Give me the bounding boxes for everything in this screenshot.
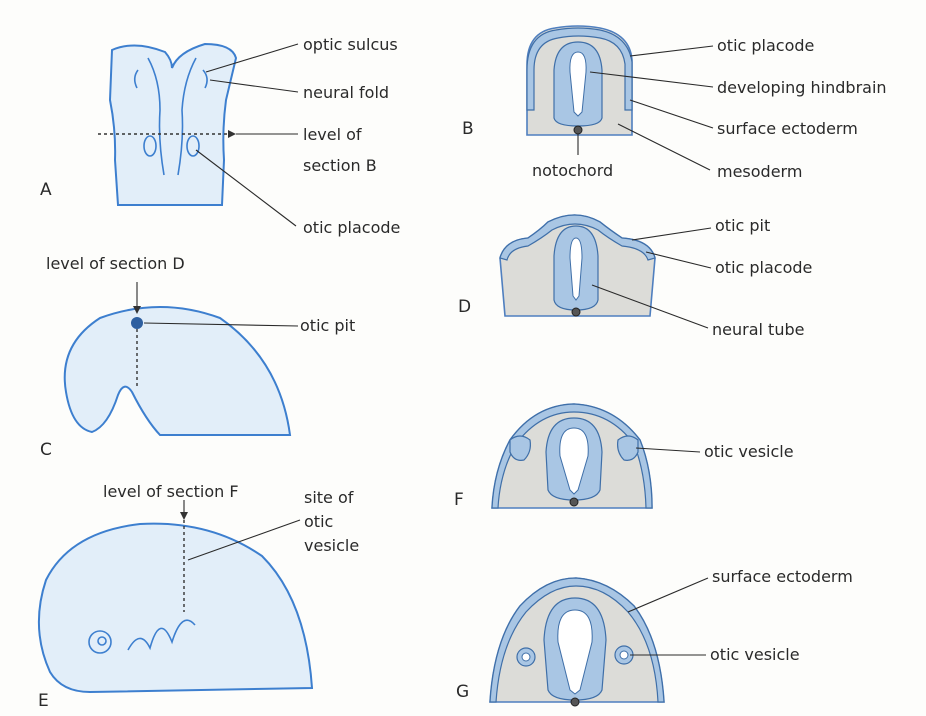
panel-g-left-otic-vesicle-lumen: [522, 653, 530, 661]
label-vesicle: vesicle: [304, 536, 359, 555]
label-surface-ectoderm-b: surface ectoderm: [717, 119, 858, 138]
panel-b-notochord: [574, 126, 582, 134]
label-site-of: site of: [304, 488, 354, 507]
panel-g-leader-surface-ectoderm: [628, 578, 708, 612]
panel-f-leader-otic-vesicle: [636, 448, 700, 452]
label-optic-sulcus: optic sulcus: [303, 35, 398, 54]
label-otic-pit-c: otic pit: [300, 316, 355, 335]
label-otic-placode-d: otic placode: [715, 258, 812, 277]
panel-c-otic-pit: [131, 317, 143, 329]
panel-e-section-arrowhead: [180, 512, 188, 520]
panel-e-embryo-lateral-view: [39, 524, 312, 692]
panel-f: F otic vesicle: [454, 404, 794, 510]
label-otic-pit-d: otic pit: [715, 216, 770, 235]
label-surface-ectoderm-g: surface ectoderm: [712, 567, 853, 586]
label-developing-hindbrain: developing hindbrain: [717, 78, 887, 97]
panel-d-leader-otic-placode: [646, 252, 711, 268]
panel-a: A optic sulcus neural fold level of sect…: [40, 35, 400, 237]
panel-c: C level of section D otic pit: [40, 254, 355, 460]
panel-d: D otic pit otic placode neural tube: [458, 215, 812, 339]
panel-f-left-otic-vesicle: [510, 436, 530, 460]
panel-b-leader-surface-ectoderm: [630, 100, 713, 128]
panel-b: B otic placode developing hindbrain surf…: [462, 26, 887, 181]
label-otic-vesicle-g: otic vesicle: [710, 645, 800, 664]
label-otic: otic: [304, 512, 333, 531]
label-otic-placode-a: otic placode: [303, 218, 400, 237]
label-level-of-section-f: level of section F: [103, 482, 239, 501]
panel-f-letter: F: [454, 490, 464, 510]
label-notochord: notochord: [532, 161, 613, 180]
label-neural-tube: neural tube: [712, 320, 804, 339]
panel-g-right-otic-vesicle-lumen: [620, 651, 628, 659]
panel-a-section-arrowhead: [228, 130, 236, 138]
label-mesoderm: mesoderm: [717, 162, 802, 181]
panel-d-letter: D: [458, 297, 471, 317]
panel-d-leader-otic-pit: [632, 228, 711, 240]
panel-d-notochord: [572, 308, 580, 316]
label-section-b: section B: [303, 156, 377, 175]
label-level-of-section-d: level of section D: [46, 254, 185, 273]
panel-b-leader-otic-placode: [630, 46, 713, 56]
panel-g-notochord: [571, 698, 579, 706]
panel-c-embryo-lateral-view: [65, 307, 290, 435]
label-level-of: level of: [303, 125, 362, 144]
panel-c-letter: C: [40, 440, 52, 460]
panel-g-letter: G: [456, 682, 469, 702]
label-otic-vesicle-f: otic vesicle: [704, 442, 794, 461]
panel-b-letter: B: [462, 119, 474, 139]
panel-f-notochord: [570, 498, 578, 506]
panel-f-right-otic-vesicle: [618, 436, 638, 460]
label-otic-placode-b: otic placode: [717, 36, 814, 55]
panel-a-letter: A: [40, 180, 52, 200]
label-neural-fold: neural fold: [303, 83, 389, 102]
panel-e: E level of section F site of otic vesicl…: [38, 482, 359, 711]
panel-e-letter: E: [38, 691, 49, 711]
panel-g: G surface ectoderm otic vesicle: [456, 567, 853, 706]
panel-b-leader-mesoderm: [618, 124, 710, 170]
